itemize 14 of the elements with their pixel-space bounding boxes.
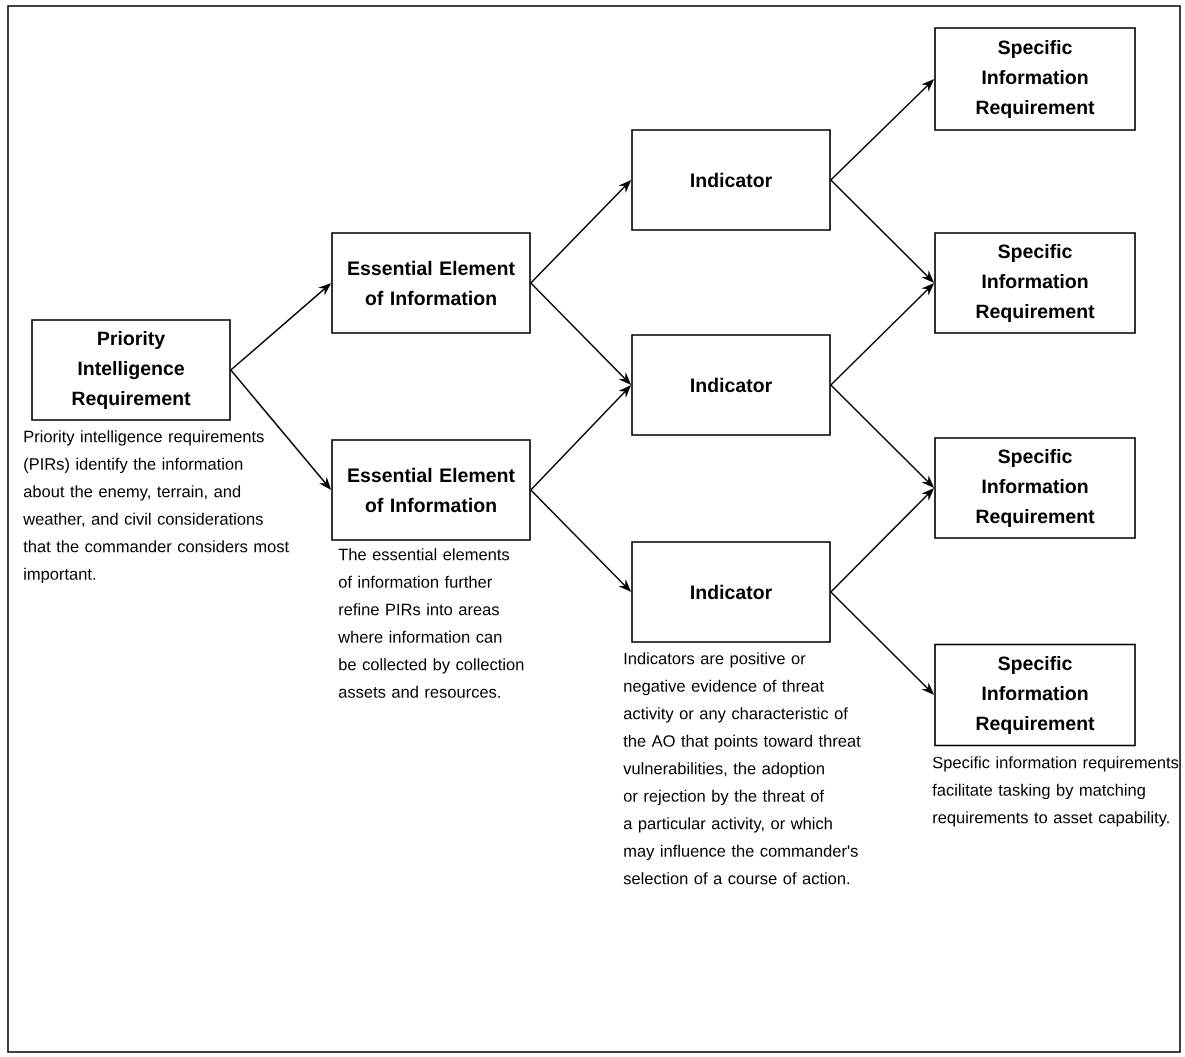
box: Indicator (631, 129, 831, 231)
box: Priority Intelligence Requirement (31, 319, 231, 421)
box: Indicator (631, 334, 831, 436)
description-text: The essential elements of information further refine PIRs into areas where information can be collected by collection assets and resources. (338, 548, 524, 698)
box: Specific Information Requirement (934, 437, 1136, 539)
box: Essential Element of Information (331, 439, 531, 541)
box: Indicator (631, 541, 831, 643)
box: Specific Information Requirement (934, 27, 1136, 131)
box: Essential Element of Information (331, 232, 531, 334)
description-text: Indicators are positive or negative evidence of threat activity or any characteristic of the AO that points toward threat vulnerabilities, the adoption or rejection by the threat of a particular activity, or which may influence the commander's selection of a course of action. (623, 652, 861, 885)
description-text: Priority intelligence requirements (PIRs) identify the information about the enemy, terrain, and weather, and civil considerations that the commander considers most important. (23, 430, 289, 584)
box: Specific Information Requirement (934, 232, 1136, 334)
description-text: Specific information requirements facilitate tasking by matching requirements to asset capability. (932, 756, 1179, 827)
box: Specific Information Requirement (934, 643, 1136, 747)
